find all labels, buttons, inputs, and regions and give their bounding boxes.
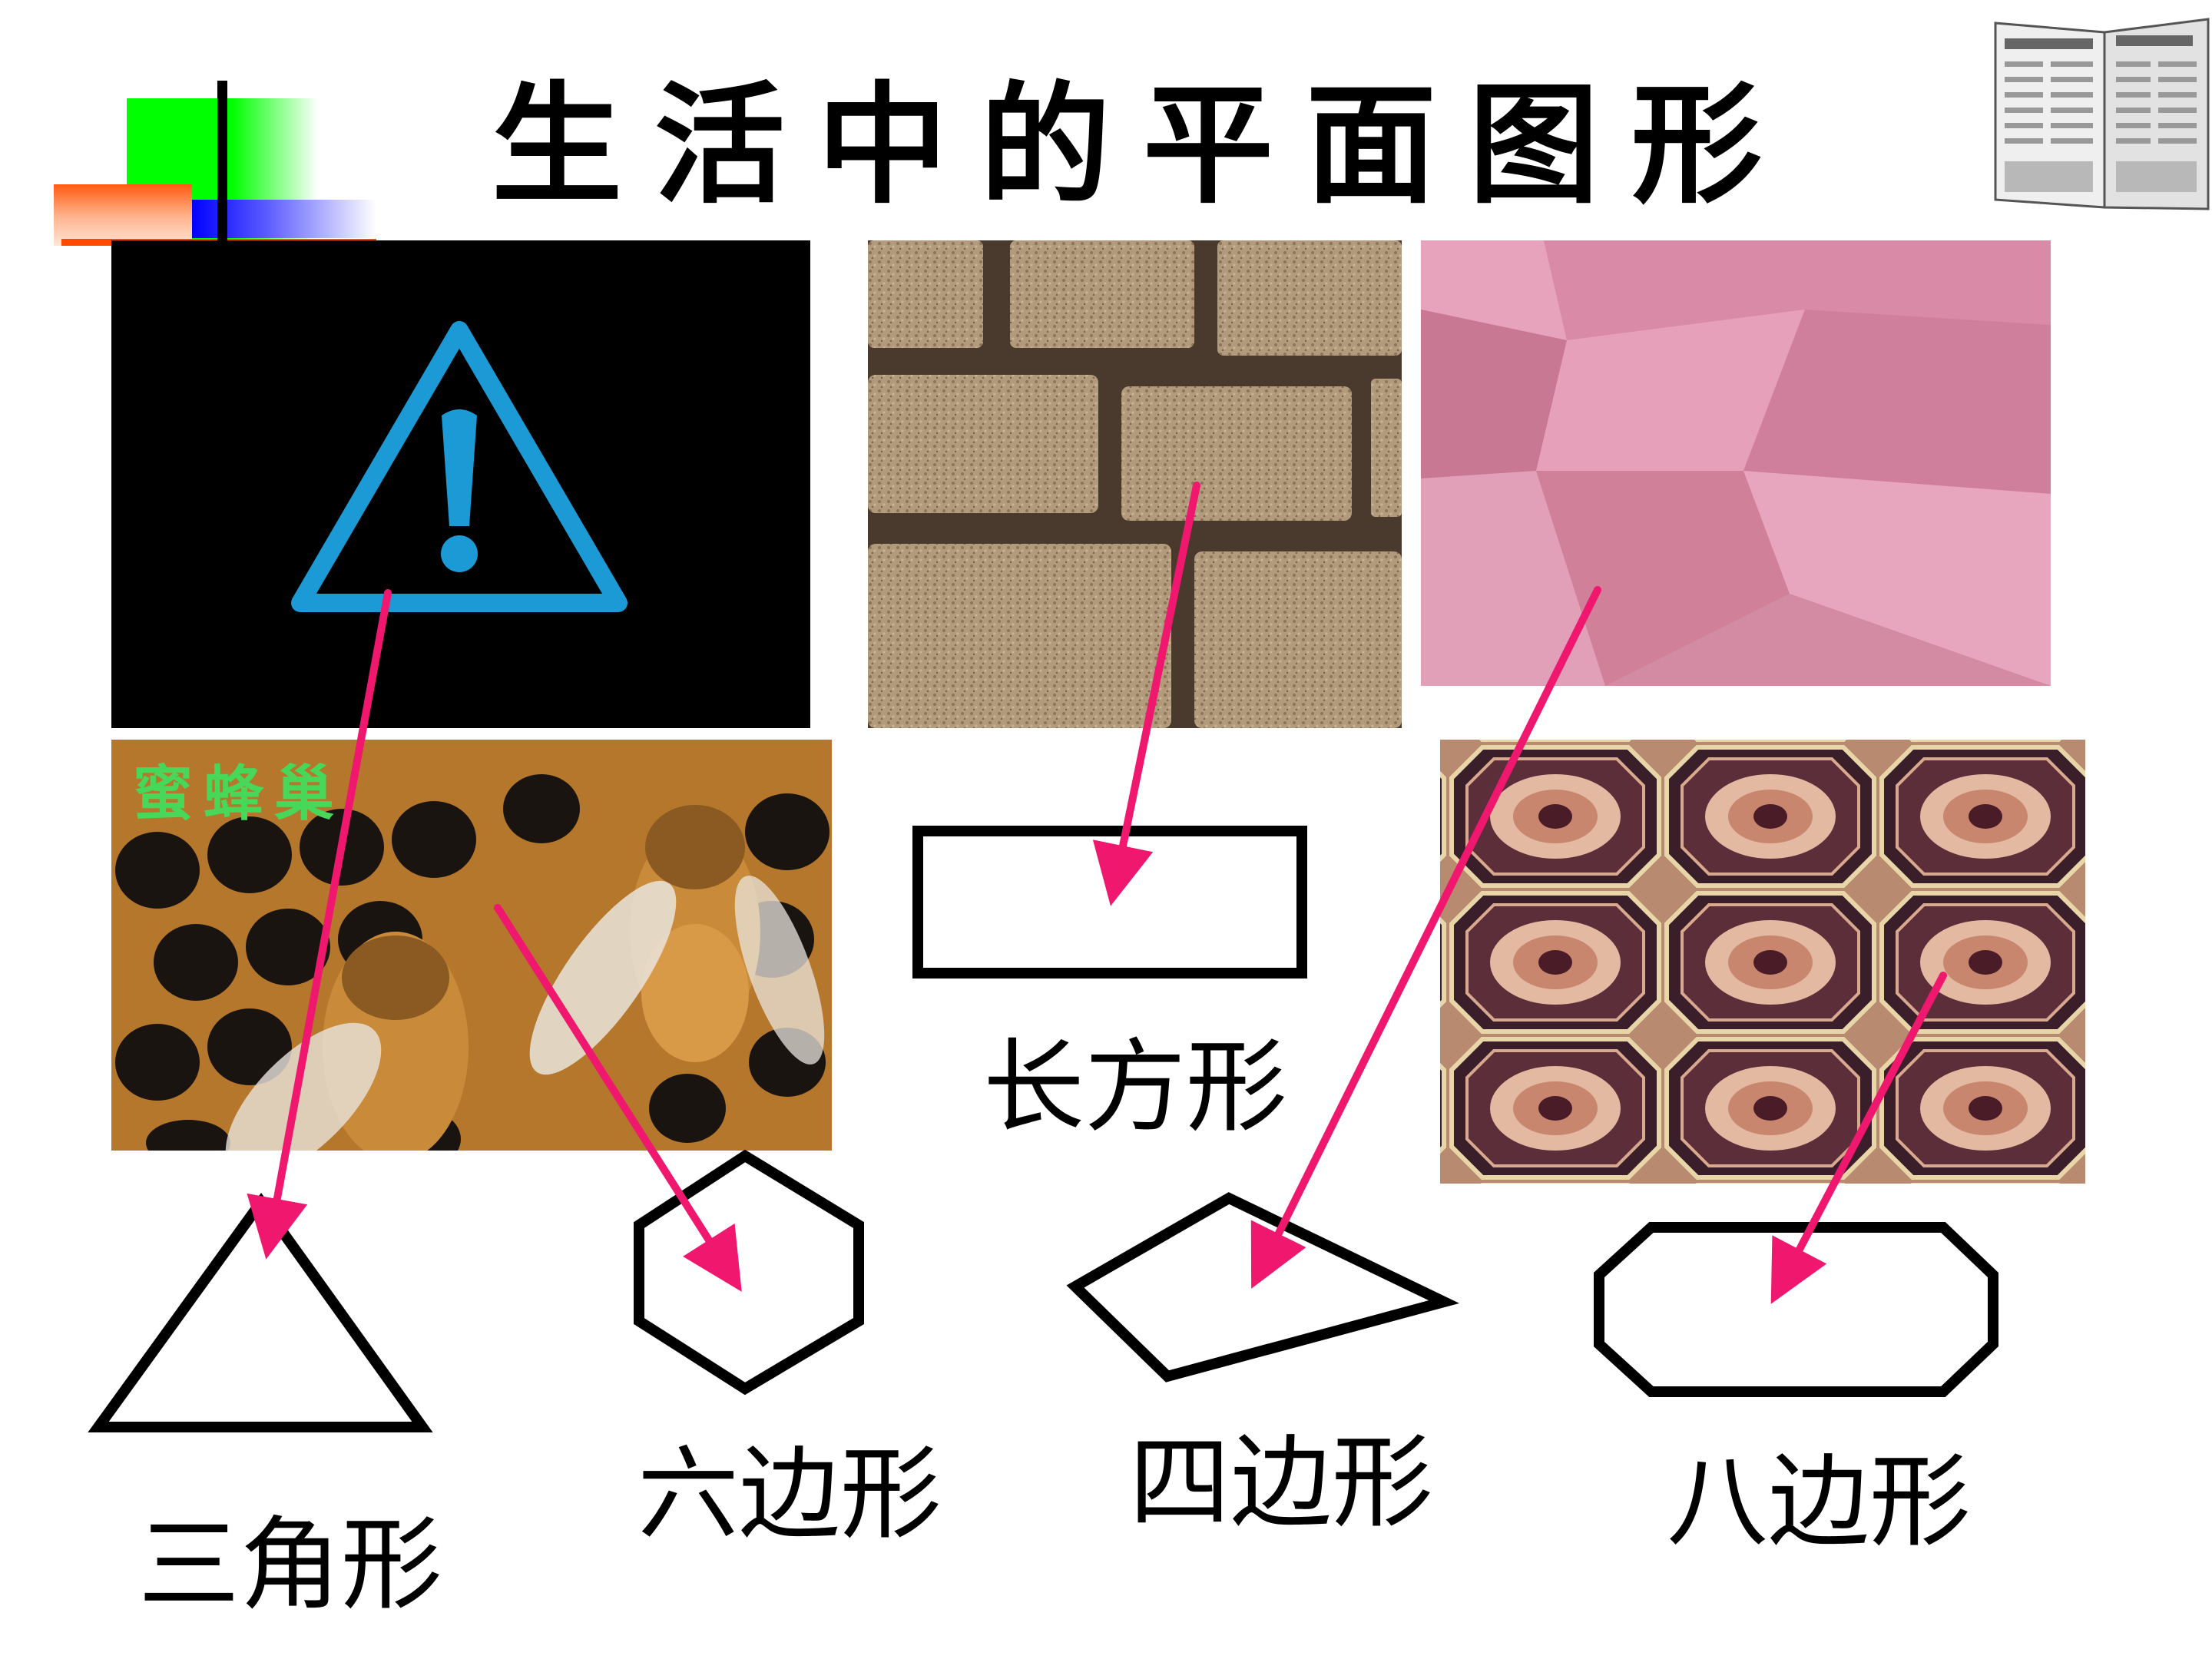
- label-triangle: 三角形: [138, 1506, 442, 1624]
- label-quadrilateral: 四边形: [1129, 1424, 1433, 1542]
- honeycomb-photo: 蜜蜂巢: [111, 740, 832, 1151]
- label-octagon: 八边形: [1667, 1443, 1971, 1561]
- pink-tiles-photo: [1421, 240, 2051, 686]
- arrow-to-octagon: [1770, 972, 1947, 1304]
- hexagon-shape: [634, 1149, 864, 1396]
- arrow-to-quadrilateral: [1250, 586, 1601, 1289]
- rectangle-shape: [912, 826, 1307, 979]
- arrow-to-rectangle: [1092, 482, 1200, 906]
- newspaper-icon: [1994, 18, 2210, 210]
- black-vertical-line: [217, 81, 227, 253]
- orange-bar: [54, 184, 192, 246]
- warning-sign-photo: [111, 240, 810, 728]
- corner-decoration: [54, 77, 376, 253]
- arrow-to-triangle: [247, 589, 392, 1260]
- brick-wall-photo: [868, 240, 1402, 728]
- octagon-shape: [1594, 1222, 1998, 1397]
- triangle-shape: [88, 1193, 433, 1432]
- quadrilateral-shape: [1066, 1192, 1459, 1382]
- arrow-to-hexagon: [494, 904, 742, 1292]
- page-title: 生活中的平面图形: [492, 70, 1795, 222]
- octagon-carpet-photo: [1440, 740, 2085, 1184]
- label-hexagon: 六边形: [637, 1435, 942, 1554]
- honeycomb-caption: 蜜蜂巢: [133, 760, 346, 829]
- warning-triangle-icon: [291, 321, 628, 612]
- label-rectangle: 长方形: [983, 1028, 1287, 1147]
